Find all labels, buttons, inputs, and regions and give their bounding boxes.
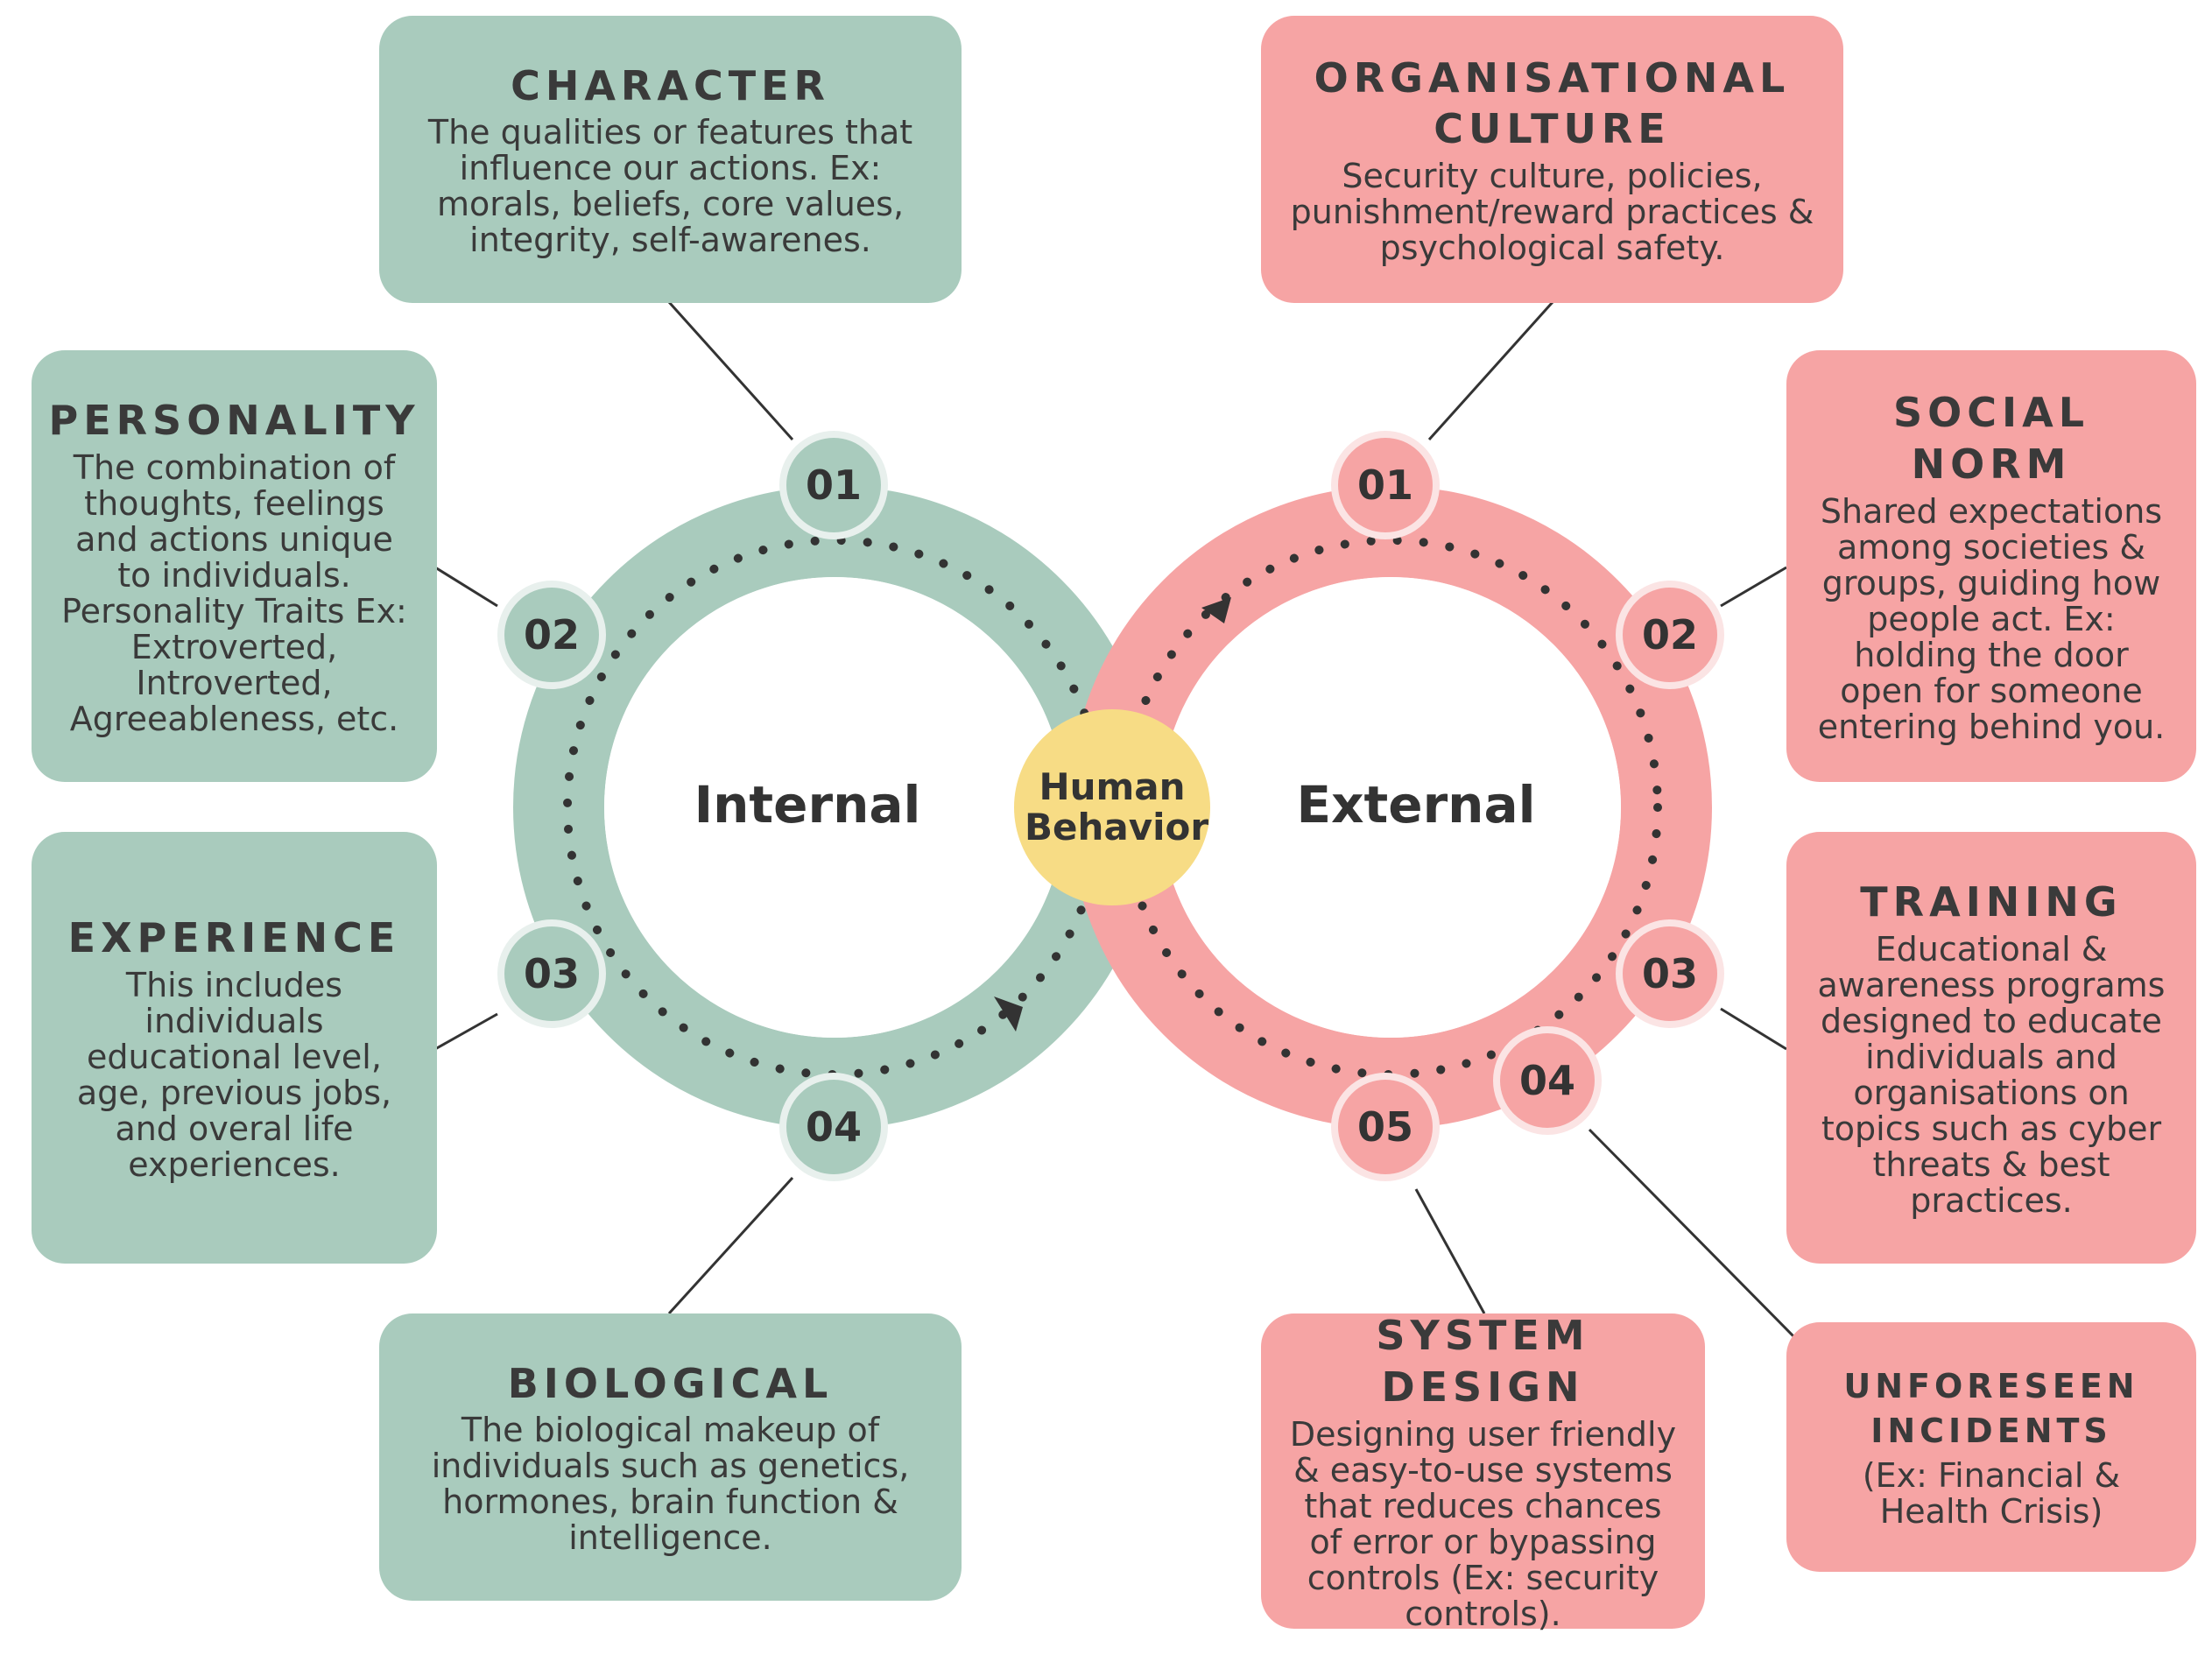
external-badge-05: 05 xyxy=(1331,1073,1440,1181)
card-system-design-desc: Designing user friendly & easy-to-use sy… xyxy=(1289,1414,1677,1633)
human-behavior-line1: Human xyxy=(1039,765,1186,808)
card-experience-title: EXPERIENCE xyxy=(67,913,401,961)
internal-badge-04: 04 xyxy=(779,1073,888,1181)
human-behavior-line2: Behavior xyxy=(1025,806,1209,849)
card-training: TRAINING Educational & awareness program… xyxy=(1786,832,2196,1264)
card-organisational-culture-title: ORGANISATIONAL CULTURE xyxy=(1314,53,1791,153)
card-unforeseen-incidents-title: UNFORESEEN INCIDENTS xyxy=(1843,1367,2139,1451)
card-social-norm: SOCIAL NORM Shared expectations among so… xyxy=(1786,350,2196,782)
internal-arrowhead xyxy=(994,997,1023,1032)
card-organisational-culture-desc: Security culture, policies, punishment/r… xyxy=(1290,157,1814,268)
connector-character xyxy=(667,300,794,441)
internal-badge-02: 02 xyxy=(497,581,606,689)
external-center xyxy=(1160,577,1621,1038)
card-organisational-culture: ORGANISATIONAL CULTURE Security culture,… xyxy=(1261,16,1843,303)
card-system-design-title: SYSTEM DESIGN xyxy=(1376,1312,1590,1411)
connector-social-norm xyxy=(1720,566,1787,608)
card-character: CHARACTER The qualities or features that… xyxy=(379,16,962,303)
card-unforeseen-incidents-desc: (Ex: Financial & Health Crisis) xyxy=(1862,1455,2121,1531)
connector-biological xyxy=(667,1176,794,1315)
card-social-norm-title: SOCIAL NORM xyxy=(1892,389,2090,488)
card-character-desc: The qualities or features that influence… xyxy=(427,113,913,260)
card-system-design: SYSTEM DESIGN Designing user friendly & … xyxy=(1261,1312,1705,1633)
card-social-norm-desc: Shared expectations among societies & gr… xyxy=(1817,491,2166,746)
external-badge-02: 02 xyxy=(1616,581,1724,689)
connector-personality xyxy=(434,566,498,608)
connector-training xyxy=(1720,1007,1787,1051)
connector-experience xyxy=(434,1012,498,1051)
connector-organisational-culture xyxy=(1427,300,1554,441)
card-biological-desc: The biological makeup of individuals suc… xyxy=(431,1411,910,1558)
human-behavior-label: Human Behavior xyxy=(1025,765,1209,849)
card-personality-desc: The combination of thoughts, feelings an… xyxy=(61,447,407,739)
external-badge-04: 04 xyxy=(1493,1026,1602,1135)
card-unforeseen-incidents: UNFORESEEN INCIDENTS (Ex: Financial & He… xyxy=(1786,1322,2196,1572)
external-badge-03: 03 xyxy=(1616,919,1724,1028)
card-biological-title: BIOLOGICAL xyxy=(507,1359,834,1407)
card-experience-desc: This includes individuals educational le… xyxy=(76,965,392,1184)
card-training-title: TRAINING xyxy=(1860,877,2123,926)
card-personality-title: PERSONALITY xyxy=(48,396,420,444)
internal-badge-01: 01 xyxy=(779,431,888,539)
card-personality: PERSONALITY The combination of thoughts,… xyxy=(32,350,437,782)
internal-badge-03: 03 xyxy=(497,919,606,1028)
card-training-desc: Educational & awareness programs designe… xyxy=(1817,929,2166,1221)
internal-center xyxy=(604,577,1065,1038)
internal-label: Internal xyxy=(694,775,921,835)
external-badge-01: 01 xyxy=(1331,431,1440,539)
external-arrowhead xyxy=(1201,597,1231,623)
card-experience: EXPERIENCE This includes individuals edu… xyxy=(32,832,437,1264)
card-character-title: CHARACTER xyxy=(511,61,830,109)
connector-unforeseen xyxy=(1588,1128,1797,1340)
external-label: External xyxy=(1296,775,1536,835)
connector-system-design xyxy=(1414,1188,1486,1314)
card-biological: BIOLOGICAL The biological makeup of indi… xyxy=(379,1313,962,1601)
human-behavior-circle xyxy=(1014,709,1210,905)
